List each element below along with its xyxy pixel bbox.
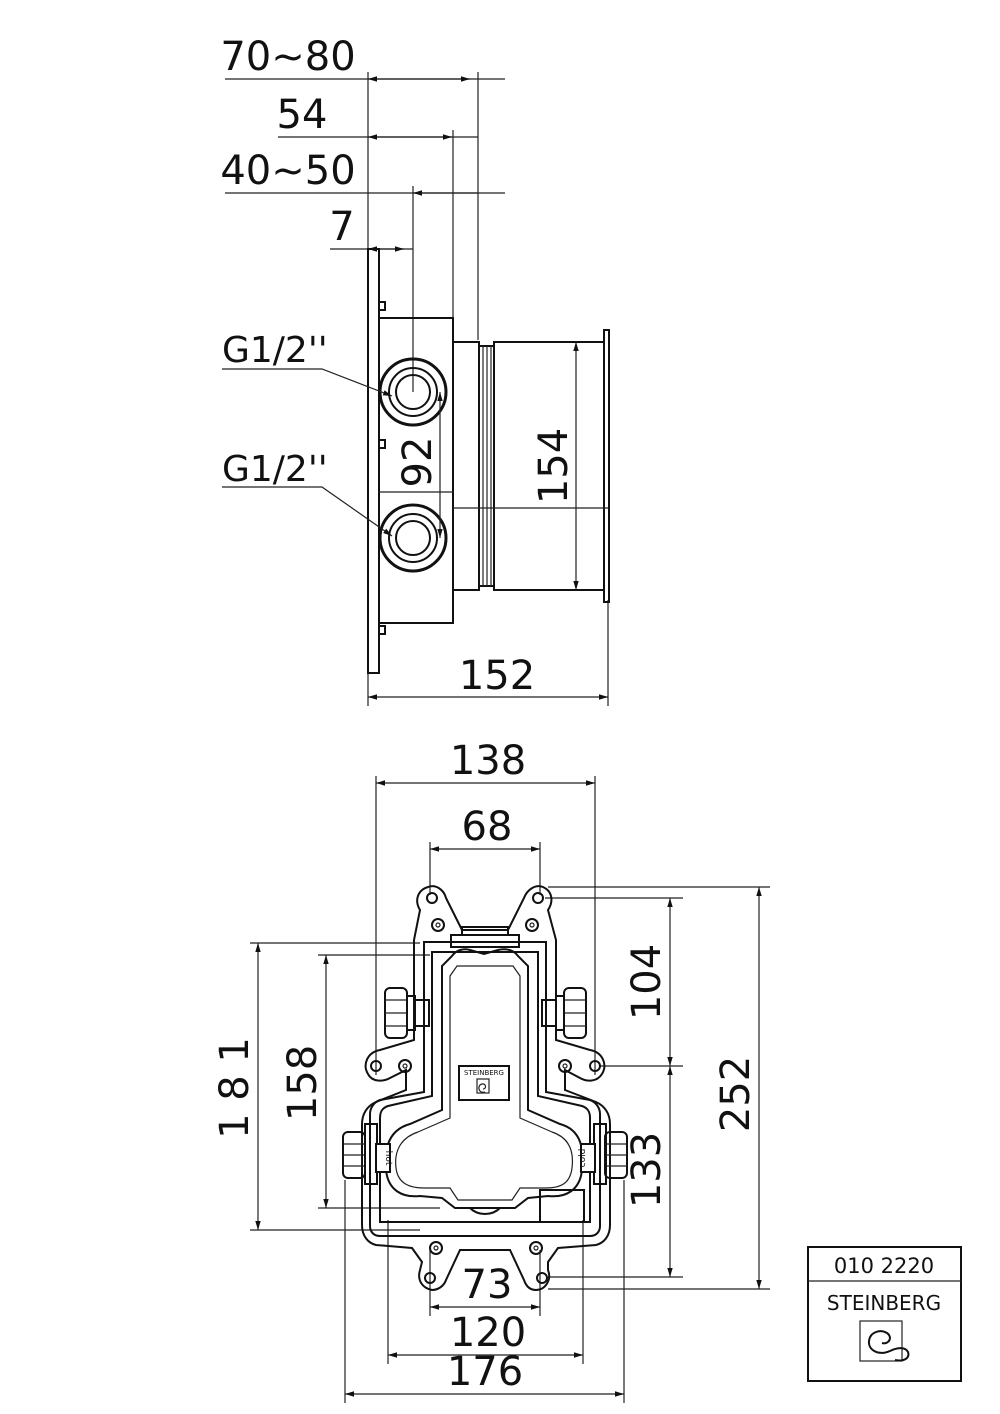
brand-plate-text: STEINBERG — [464, 1069, 504, 1077]
dim-7: 7 — [329, 204, 354, 250]
brand-name: STEINBERG — [827, 1291, 941, 1315]
dim-181: 1 8 1 — [212, 1037, 258, 1139]
label-hot: hot — [383, 1151, 393, 1166]
mounting-frame — [361, 885, 611, 1292]
lower-fittings — [342, 1123, 628, 1185]
front-dimension-lines — [250, 776, 770, 1403]
dim-73: 73 — [462, 1262, 513, 1308]
body-outline — [369, 941, 601, 1237]
dim-158: 158 — [280, 1045, 326, 1121]
dim-40-50: 40~50 — [220, 148, 355, 194]
label-cold: cold — [578, 1149, 588, 1168]
front-view: hot cold STEINBERG 138 68 104 252 1 8 1 … — [212, 738, 770, 1403]
side-view: 70~80 54 40~50 7 G1/2'' G1/2'' 92 154 15… — [220, 34, 610, 706]
brand-logo-icon — [859, 1320, 910, 1362]
upper-fittings — [384, 987, 587, 1039]
dim-68: 68 — [462, 804, 513, 850]
mounting-holes — [370, 892, 601, 1284]
brand-plate: STEINBERG — [458, 1065, 510, 1101]
side-body — [222, 248, 610, 674]
title-block: 010 2220 STEINBERG — [807, 1246, 962, 1382]
dim-70-80: 70~80 — [220, 34, 355, 80]
article-number: 010 2220 — [834, 1254, 934, 1278]
dim-176: 176 — [447, 1349, 523, 1395]
dim-92: 92 — [395, 437, 441, 488]
dim-54: 54 — [277, 92, 328, 138]
dim-154: 154 — [531, 428, 577, 504]
dim-152: 152 — [459, 653, 535, 699]
dim-252: 252 — [713, 1056, 759, 1132]
thread-label-top: G1/2'' — [222, 330, 328, 371]
dim-133: 133 — [624, 1132, 670, 1208]
thread-label-bottom: G1/2'' — [222, 449, 328, 490]
dim-120: 120 — [450, 1310, 526, 1356]
dim-138: 138 — [450, 738, 526, 784]
dim-104: 104 — [624, 944, 670, 1020]
